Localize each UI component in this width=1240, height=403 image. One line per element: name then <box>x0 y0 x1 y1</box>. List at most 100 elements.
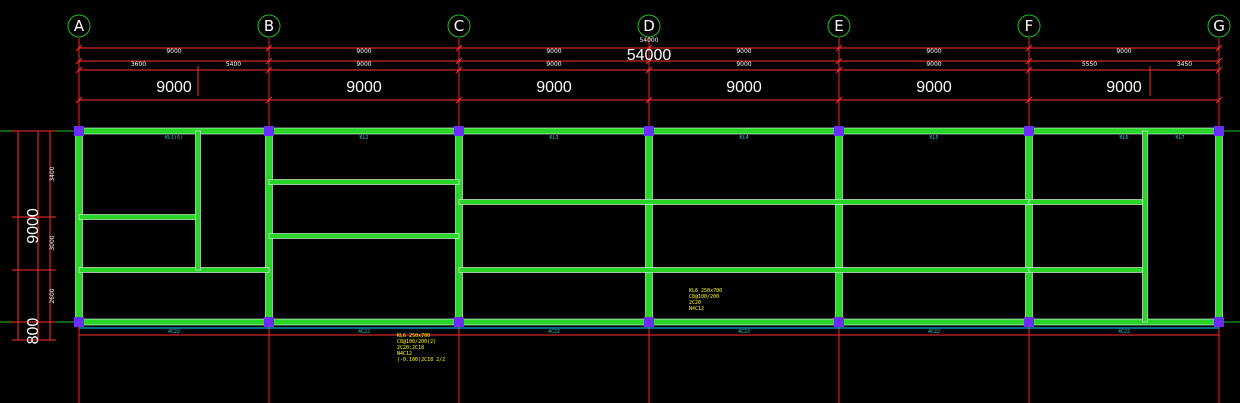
column-E <box>834 126 844 136</box>
dimension-tick <box>1215 66 1223 74</box>
column-A <box>74 126 84 136</box>
total-dimension: 54000 <box>627 47 672 64</box>
beam-top-note: KL1(6) <box>165 135 183 141</box>
beam <box>268 179 460 185</box>
beam-bottom-note: 4C22 <box>168 329 180 335</box>
column-B <box>264 317 274 327</box>
dimension-tick <box>1025 66 1033 74</box>
columns <box>74 126 1224 327</box>
dimension-tick <box>645 66 653 74</box>
beam-bottom-note: 4C22 <box>358 329 370 335</box>
yellow-annotation: KL6 250x700 <box>689 288 722 294</box>
beam <box>1142 130 1148 323</box>
grid-bubble-B <box>257 14 281 38</box>
yellow-annotation: KL6 250x700 <box>397 333 430 339</box>
dimension-tick <box>645 57 653 65</box>
vertical-dimension-small: 3400 <box>49 166 56 181</box>
vertical-dimension: 9000 <box>25 208 42 244</box>
grid-bubble-label: A <box>74 17 85 35</box>
beam <box>268 233 460 239</box>
dimension-tick <box>1215 44 1223 52</box>
beam <box>265 130 273 323</box>
column-D <box>644 126 654 136</box>
column-G <box>1214 317 1224 327</box>
bay-dimension-small: 9000 <box>926 61 941 68</box>
yellow-annotation: N4C12 <box>397 351 412 357</box>
dimension-tick <box>835 57 843 65</box>
column-A <box>74 317 84 327</box>
dimension-tick <box>75 96 83 104</box>
dimension-tick <box>455 44 463 52</box>
grid-bubble-F <box>1017 14 1041 38</box>
bay-dimension-small: 9000 <box>546 48 561 55</box>
bay-dimension-small: 5550 <box>1082 61 1097 68</box>
dimension-tick <box>1025 96 1033 104</box>
beam <box>458 267 1030 273</box>
beam-bottom-note: 4C22 <box>928 329 940 335</box>
bay-dimension-small: 9000 <box>926 48 941 55</box>
dimension-tick <box>75 44 83 52</box>
column-F <box>1024 126 1034 136</box>
dimension-tick <box>1215 57 1223 65</box>
bay-dimension-small: 5400 <box>226 61 241 68</box>
dimension-tick <box>835 96 843 104</box>
beam <box>195 130 201 271</box>
yellow-annotation: N4C12 <box>689 306 704 312</box>
dimension-tick <box>265 57 273 65</box>
column-C <box>454 126 464 136</box>
beam <box>458 199 1030 205</box>
bay-dimension-small: 9000 <box>166 48 181 55</box>
beam <box>1028 199 1146 205</box>
beam-top-note: KL5 <box>929 135 938 141</box>
bay-dimension-small: 9000 <box>736 48 751 55</box>
beam-top-note: KL4 <box>739 135 748 141</box>
bay-dimension: 9000 <box>916 79 952 96</box>
beam <box>78 214 199 220</box>
beam-bottom-note: 4C22 <box>548 329 560 335</box>
beam <box>78 267 270 273</box>
dimension-lines <box>12 44 1223 341</box>
dimension-tick <box>265 44 273 52</box>
dimension-tick <box>835 66 843 74</box>
grid-bubble-D <box>637 14 661 38</box>
bay-dimension: 9000 <box>536 79 572 96</box>
dimension-tick <box>835 44 843 52</box>
cantilever-dimension: 800 <box>25 318 42 345</box>
vertical-dimension-small: 3000 <box>49 235 56 250</box>
column-D <box>644 317 654 327</box>
column-B <box>264 126 274 136</box>
bay-dimension-small: 9000 <box>356 61 371 68</box>
dimension-tick <box>265 96 273 104</box>
yellow-annotation: 2C20 <box>689 300 701 306</box>
grid-bubble-E <box>827 14 851 38</box>
beams <box>75 127 1223 326</box>
dimension-texts: 5400054000900090009000900090009000900090… <box>25 37 1192 344</box>
bay-dimension-small: 9000 <box>546 61 561 68</box>
dimension-tick <box>1025 44 1033 52</box>
bay-dimension-small: 9000 <box>1116 48 1131 55</box>
bay-dimension: 9000 <box>726 79 762 96</box>
dimension-tick <box>455 57 463 65</box>
bay-dimension: 9000 <box>346 79 382 96</box>
grid-bubble-G <box>1207 14 1231 38</box>
column-F <box>1024 317 1034 327</box>
beam-top-note: KL6 <box>1119 135 1128 141</box>
dimension-tick <box>1215 96 1223 104</box>
beam-top-note: KL2 <box>359 135 368 141</box>
yellow-annotation: 2C20;2C18 <box>397 345 424 351</box>
dimension-tick <box>645 44 653 52</box>
grid-bubble-label: E <box>834 17 843 35</box>
grid-bubble-A <box>67 14 91 38</box>
grid-bubble-label: C <box>454 17 464 35</box>
beam-top-note: KL7 <box>1175 135 1184 141</box>
grid-bubble-label: F <box>1025 17 1034 35</box>
beam-bottom-note: 4C22 <box>1118 329 1130 335</box>
beam <box>1215 130 1223 323</box>
vertical-dimension-small: 2600 <box>49 288 56 303</box>
dimension-tick <box>75 66 83 74</box>
dimension-tick <box>1025 57 1033 65</box>
grid-bubble-label: G <box>1213 17 1225 35</box>
column-E <box>834 317 844 327</box>
